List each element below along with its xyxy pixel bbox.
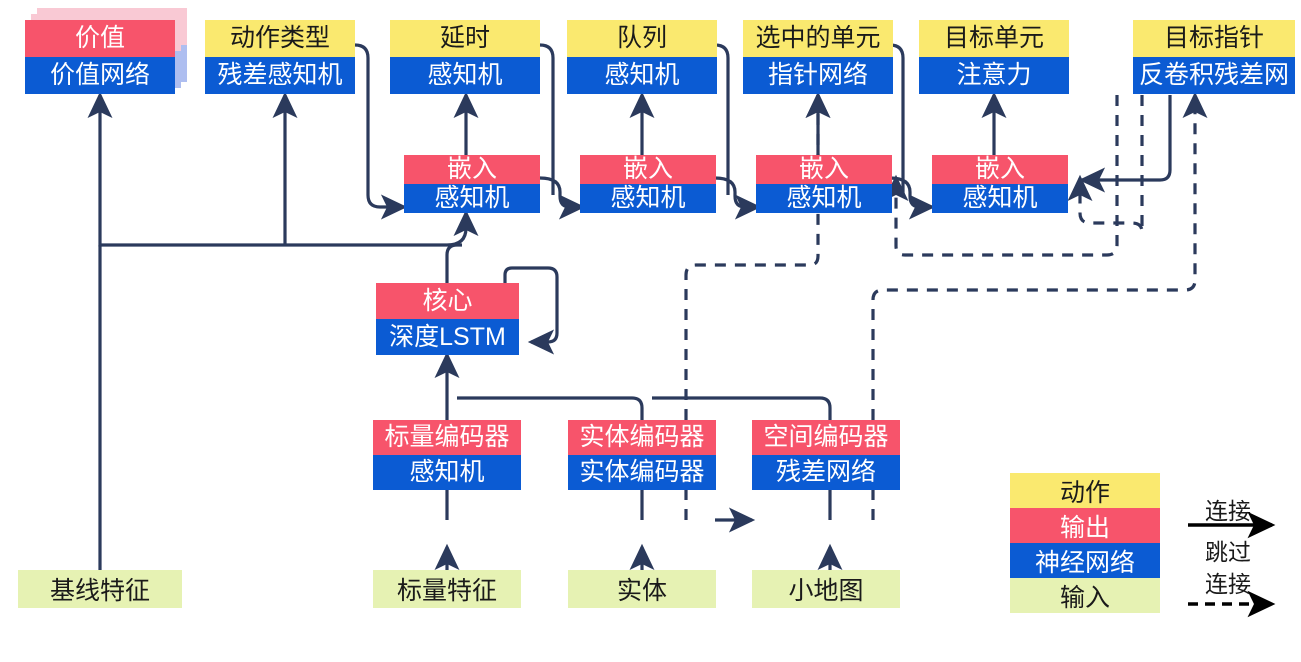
embed-block-embed2-bottom-label: 感知机 [580, 184, 716, 213]
output-block-target_unit-top-label: 目标单元 [919, 20, 1069, 57]
edge-spatial-encoder-to-bus [652, 396, 832, 520]
encoder-block-entity_encoder-bottom-label: 实体编码器 [568, 455, 716, 490]
embed-block-embed3[interactable]: 嵌入感知机 [756, 155, 892, 213]
embed-block-embed4-top-label: 嵌入 [932, 155, 1068, 184]
encoder-block-spatial_encoder-top-label: 空间编码器 [752, 420, 900, 455]
block-body: 选中的单元指针网络 [743, 20, 893, 94]
skip-bus-to-embed3-right [883, 95, 1119, 257]
edge-embed2-to-embed3 [714, 176, 762, 220]
input-block-scalar_features[interactable]: 标量特征 [373, 570, 521, 608]
output-block-selected_units-top-label: 选中的单元 [743, 20, 893, 57]
edge-core-self-loop [503, 266, 559, 355]
block-body: 嵌入感知机 [932, 155, 1068, 213]
output-block-queue[interactable]: 队列感知机 [567, 20, 717, 94]
skip-entity-to-selected [684, 91, 831, 520]
skip-spatial-to-targetpoint [871, 91, 1208, 520]
skip-bus-to-embed4-right [1067, 95, 1144, 233]
input-block-entities[interactable]: 实体 [568, 570, 716, 608]
block-body: 目标单元注意力 [919, 20, 1069, 94]
output-block-delay-top-label: 延时 [390, 20, 540, 57]
core-block-top-label: 核心 [376, 283, 519, 319]
legend-connection-label: 连接 [1205, 498, 1251, 524]
embed-block-embed2-top-label: 嵌入 [580, 155, 716, 184]
edge-embed1-to-embed2 [539, 176, 586, 220]
encoder-block-entity_encoder[interactable]: 实体编码器实体编码器 [568, 420, 716, 490]
output-block-target_unit-bottom-label: 注意力 [919, 57, 1069, 94]
encoder-block-spatial_encoder[interactable]: 空间编码器残差网络 [752, 420, 900, 490]
edge-targetpoint-down-to-embed4 [1078, 95, 1172, 193]
embed-block-embed1[interactable]: 嵌入感知机 [404, 155, 540, 213]
edge-bus-to-embed1 [446, 209, 479, 247]
edge-delay-down-to-embed2 [539, 43, 555, 195]
input-block-baseline_features[interactable]: 基线特征 [18, 570, 182, 608]
output-block-target_point-top-label: 目标指针 [1133, 20, 1295, 57]
input-block-minimap[interactable]: 小地图 [752, 570, 900, 608]
embed-block-embed3-top-label: 嵌入 [756, 155, 892, 184]
output-block-target_unit[interactable]: 目标单元注意力 [919, 20, 1069, 94]
output-block-queue-bottom-label: 感知机 [567, 57, 717, 94]
block-body: 核心深度LSTM [376, 283, 519, 355]
legend-swatch-legend-network[interactable]: 神经网络 [1010, 543, 1160, 578]
block-body: 嵌入感知机 [404, 155, 540, 213]
embed-block-embed2[interactable]: 嵌入感知机 [580, 155, 716, 213]
output-block-action_type-top-label: 动作类型 [205, 20, 355, 57]
output-block-target_point[interactable]: 目标指针反卷积残差网 [1133, 20, 1295, 94]
output-block-value-top-label: 价值 [25, 20, 175, 57]
block-body: 实体编码器实体编码器 [568, 420, 716, 490]
output-block-value[interactable]: 价值价值网络 [25, 20, 175, 94]
encoder-block-entity_encoder-top-label: 实体编码器 [568, 420, 716, 455]
encoder-block-scalar_encoder-top-label: 标量编码器 [373, 420, 521, 455]
block-body: 目标指针反卷积残差网 [1133, 20, 1295, 94]
block-body: 延时感知机 [390, 20, 540, 94]
core-block[interactable]: 核心深度LSTM [376, 283, 519, 355]
block-body: 嵌入感知机 [756, 155, 892, 213]
output-block-queue-top-label: 队列 [567, 20, 717, 57]
encoder-block-scalar_encoder[interactable]: 标量编码器感知机 [373, 420, 521, 490]
output-block-action_type[interactable]: 动作类型残差感知机 [205, 20, 355, 94]
connection-edges [87, 43, 1208, 571]
embed-block-embed4[interactable]: 嵌入感知机 [932, 155, 1068, 213]
output-block-action_type-bottom-label: 残差感知机 [205, 57, 355, 94]
core-block-bottom-label: 深度LSTM [376, 319, 519, 355]
embed-block-embed1-top-label: 嵌入 [404, 155, 540, 184]
encoder-block-spatial_encoder-bottom-label: 残差网络 [752, 455, 900, 490]
embed-block-embed1-bottom-label: 感知机 [404, 184, 540, 213]
block-body: 空间编码器残差网络 [752, 420, 900, 490]
block-body: 标量编码器感知机 [373, 420, 521, 490]
legend-swatch-legend-output[interactable]: 输出 [1010, 508, 1160, 543]
output-block-selected_units[interactable]: 选中的单元指针网络 [743, 20, 893, 94]
legend-skip-label-line2: 连接 [1205, 571, 1251, 597]
legend-skip-label-line1: 跳过 [1205, 539, 1251, 565]
legend-swatch-legend-input[interactable]: 输入 [1010, 578, 1160, 613]
output-block-delay[interactable]: 延时感知机 [390, 20, 540, 94]
output-block-selected_units-bottom-label: 指针网络 [743, 57, 893, 94]
edge-queue-down-to-embed3 [714, 43, 730, 195]
output-block-target_point-bottom-label: 反卷积残差网 [1133, 57, 1295, 94]
block-body: 价值价值网络 [25, 20, 175, 94]
embed-block-embed4-bottom-label: 感知机 [932, 184, 1068, 213]
legend-swatch-legend-action[interactable]: 动作 [1010, 473, 1160, 508]
block-body: 队列感知机 [567, 20, 717, 94]
block-body: 嵌入感知机 [580, 155, 716, 213]
encoder-block-scalar_encoder-bottom-label: 感知机 [373, 455, 521, 490]
output-block-value-bottom-label: 价值网络 [25, 57, 175, 94]
edge-actiontype-down-to-embed1 [354, 43, 408, 220]
embed-block-embed3-bottom-label: 感知机 [756, 184, 892, 213]
block-body: 动作类型残差感知机 [205, 20, 355, 94]
output-block-delay-bottom-label: 感知机 [390, 57, 540, 94]
edge-entity-encoder-to-bus [457, 396, 644, 520]
